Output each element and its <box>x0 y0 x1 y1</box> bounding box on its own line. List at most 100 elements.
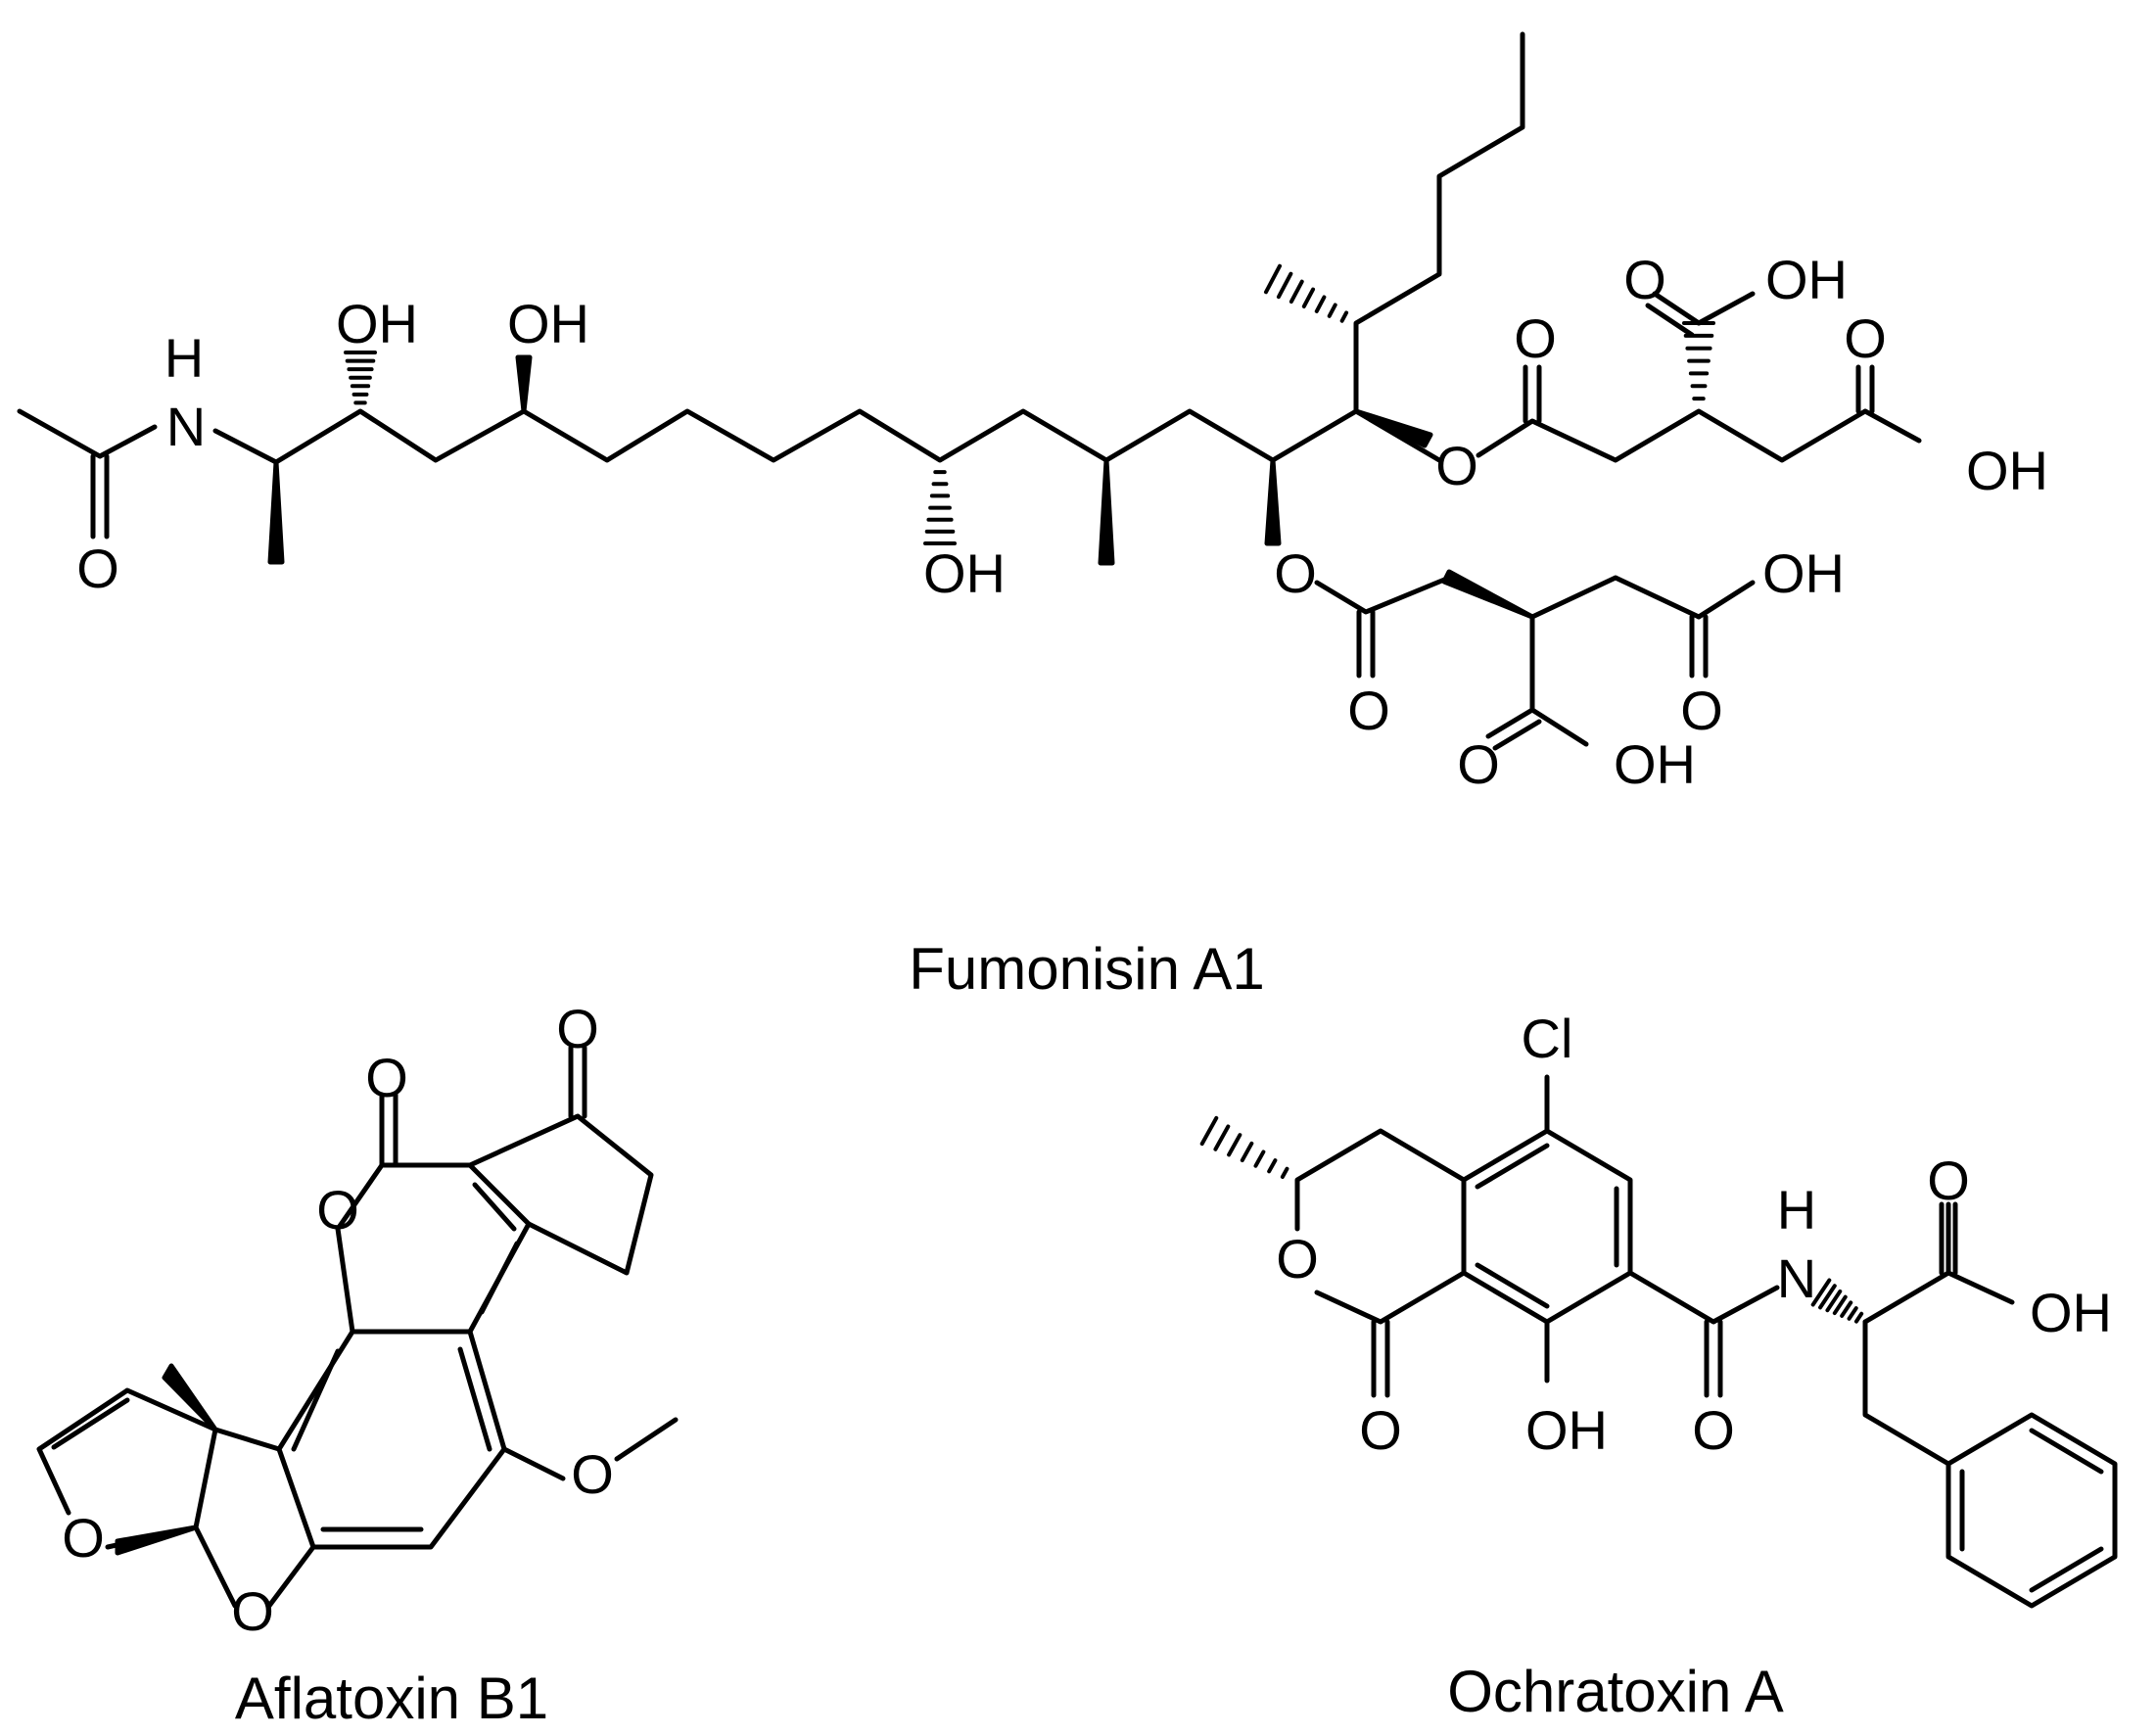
hash-segment <box>1267 1158 1278 1174</box>
atom-label-o: O <box>571 1443 614 1505</box>
fumonisin-backbone-bond <box>212 408 1442 465</box>
ochratoxin-double-bond <box>1939 1201 1958 1276</box>
fumonisin-double-bond <box>1356 609 1376 679</box>
hash-segment <box>1818 1284 1837 1310</box>
hash-segment <box>1199 1115 1219 1147</box>
aflatoxin-ring-bond <box>467 1113 654 1276</box>
fumonisin-hash-bond <box>923 470 957 545</box>
atom-label-n: N <box>166 396 206 457</box>
aflatoxin-ring-bond <box>501 1417 679 1481</box>
ochratoxin-hash-bond <box>1810 1278 1864 1324</box>
ochratoxin-ring-bond <box>1627 1270 1780 1325</box>
atom-label-o: O <box>365 1047 408 1108</box>
atom-label-cl: Cl <box>1522 1008 1573 1069</box>
hash-segment <box>1289 279 1304 305</box>
aflatoxin-double-bond <box>472 1182 520 1315</box>
fumonisin-wedge-bond <box>515 354 533 414</box>
atom-label-n: N <box>1777 1247 1816 1309</box>
molecule-name-fumonisin: Fumonisin A1 <box>909 936 1265 1002</box>
atom-label-oh: OH <box>1614 733 1696 795</box>
hash-segment <box>1263 263 1283 295</box>
aflatoxin-ring-bond <box>193 1427 316 1609</box>
hash-segment <box>1253 1150 1266 1168</box>
ochratoxin-ring-bond <box>1862 1201 2015 1325</box>
atom-label-oh: OH <box>336 293 418 354</box>
atom-label-o: O <box>1514 307 1557 369</box>
fumonisin-backbone-bond <box>1696 291 1756 326</box>
hash-segment <box>1825 1289 1843 1313</box>
atom-label-oh: OH <box>1966 440 2048 501</box>
ochratoxin-ring-bond <box>1862 1319 1951 1467</box>
atom-label-o: O <box>1844 307 1887 369</box>
atom-label-o: O <box>1276 1228 1319 1290</box>
atom-label-oh: OH <box>2030 1282 2112 1343</box>
hash-segment <box>1301 287 1316 308</box>
fumonisin-backbone-bond <box>1696 580 1756 620</box>
fumonisin-a1-structure <box>17 31 1922 751</box>
atom-label-o: O <box>1623 249 1666 310</box>
atom-label-o: O <box>1435 435 1478 496</box>
hash-segment <box>1276 271 1293 300</box>
aflatoxin-wedge-bond <box>162 1363 218 1432</box>
fumonisin-double-bond <box>1689 614 1709 679</box>
atom-label-h: H <box>164 327 204 389</box>
hash-segment <box>1213 1124 1231 1151</box>
atom-label-o: O <box>316 1179 359 1241</box>
atom-label-oh: OH <box>1525 1399 1608 1461</box>
fumonisin-double-bond <box>1485 707 1542 751</box>
atom-label-oh: OH <box>507 293 589 354</box>
fumonisin-hash-bond <box>1263 263 1349 323</box>
hash-segment <box>1280 1166 1289 1179</box>
atom-label-o: O <box>1274 542 1317 604</box>
hash-segment <box>1240 1141 1254 1163</box>
fumonisin-labels: H N O OH OH OH O O O O O OH O OH O OH O … <box>76 249 2048 795</box>
fumonisin-backbone-bond <box>1353 31 1525 414</box>
fumonisin-backbone-bond <box>1862 408 1922 444</box>
molecule-name-ochratoxin: Ochratoxin A <box>1447 1659 1784 1724</box>
ochratoxin-ring-bond <box>1294 1128 1467 1325</box>
fumonisin-double-bond <box>1855 364 1875 414</box>
atom-label-o: O <box>62 1507 105 1569</box>
atom-label-o: O <box>1347 680 1390 741</box>
fumonisin-hash-bond <box>344 351 377 405</box>
fumonisin-double-bond <box>90 453 110 540</box>
hash-segment <box>1339 310 1349 323</box>
ochratoxin-double-bond <box>1959 1428 2104 1593</box>
ochratoxin-a-structure <box>1199 1074 2118 1609</box>
fumonisin-backbone-bond <box>1476 408 1868 463</box>
fumonisin-backbone-bond <box>17 408 158 459</box>
atom-label-o: O <box>76 538 119 599</box>
hash-segment <box>1847 1306 1858 1321</box>
aflatoxin-double-bond <box>51 1397 130 1450</box>
aflatoxin-wedge-bond <box>115 1525 199 1556</box>
molecule-name-aflatoxin: Aflatoxin B1 <box>235 1666 548 1731</box>
aflatoxin-b1-structure <box>36 1045 679 1609</box>
atom-label-o: O <box>1359 1399 1402 1461</box>
atom-label-o: O <box>1927 1150 1970 1211</box>
ochratoxin-hash-bond <box>1199 1115 1289 1179</box>
aflatoxin-ring-bond <box>335 1162 532 1335</box>
aflatoxin-double-bond <box>291 1346 492 1532</box>
fumonisin-wedge-bond <box>1353 408 1433 448</box>
hash-segment <box>1840 1300 1853 1318</box>
atom-label-oh: OH <box>1765 249 1848 310</box>
fumonisin-wedge-bond <box>1441 569 1535 620</box>
atom-label-oh: OH <box>923 542 1006 604</box>
atom-label-o: O <box>1457 733 1500 795</box>
atom-label-o: O <box>1692 1399 1735 1461</box>
atom-label-oh: OH <box>1762 542 1845 604</box>
aflatoxin-labels: O O O O O O <box>62 998 614 1642</box>
hash-segment <box>1853 1311 1864 1324</box>
hash-segment <box>1832 1294 1848 1316</box>
fumonisin-wedge-bond <box>267 459 285 565</box>
fumonisin-double-bond <box>1523 364 1542 424</box>
hash-segment <box>1810 1278 1832 1307</box>
atom-label-o: O <box>231 1580 274 1642</box>
fumonisin-wedge-bond <box>1098 457 1115 566</box>
ochratoxin-ring-bond <box>1945 1412 2118 1609</box>
atom-label-o: O <box>1680 680 1723 741</box>
fumonisin-wedge-bond <box>1264 457 1282 546</box>
ochratoxin-ring-bond <box>1461 1128 1633 1325</box>
hash-segment <box>1314 295 1327 313</box>
